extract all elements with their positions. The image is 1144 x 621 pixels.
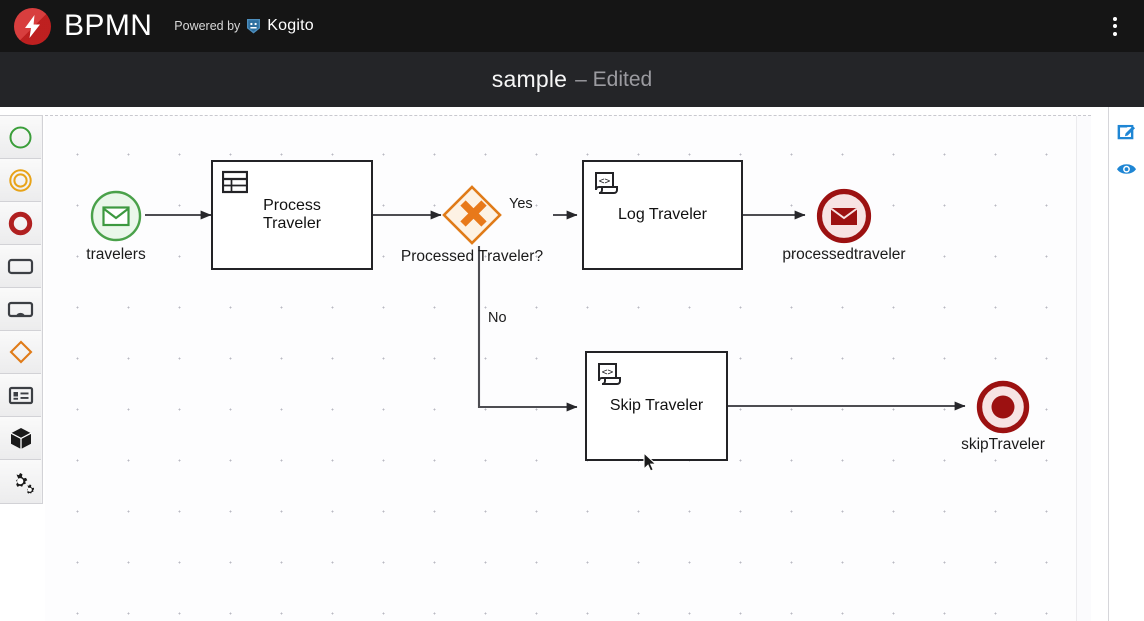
- editor-main-area: travelers ProcessTraveler Processed Trav…: [0, 107, 1144, 621]
- node-skiptraveler[interactable]: skipTraveler: [976, 380, 1030, 439]
- node-process-traveler[interactable]: ProcessTraveler: [211, 160, 373, 270]
- node-processed-gateway[interactable]: Processed Traveler?: [441, 184, 503, 251]
- task-rounded-rect-icon: [7, 255, 34, 277]
- exclusive-gateway-icon: [441, 184, 503, 246]
- powered-by-label: Powered by: [174, 19, 240, 33]
- shape-palette[interactable]: [0, 115, 43, 504]
- palette-item-start-events[interactable]: [0, 116, 41, 159]
- app-title: BPMN: [64, 9, 152, 43]
- business-rule-table-icon: [222, 170, 248, 194]
- palette-item-tasks[interactable]: [0, 245, 41, 288]
- palette-item-gateways[interactable]: [0, 331, 41, 374]
- gateway-diamond-icon: [8, 339, 34, 365]
- node-label: processedtraveler: [729, 246, 959, 264]
- document-name[interactable]: sample: [492, 66, 567, 93]
- task-label: Skip Traveler: [610, 397, 703, 415]
- message-start-event-icon: [90, 190, 142, 242]
- brand: BPMN Powered by Kogito: [0, 8, 314, 45]
- palette-item-data-objects[interactable]: [0, 374, 41, 417]
- palette-item-artifacts[interactable]: [0, 417, 41, 460]
- cube-box-icon: [9, 426, 33, 451]
- node-label: travelers: [45, 246, 231, 264]
- data-object-list-icon: [8, 385, 34, 406]
- task-label: ProcessTraveler: [263, 197, 321, 233]
- subprocess-rect-icon: [7, 298, 34, 320]
- start-event-circle-icon: [8, 125, 33, 150]
- gears-icon: [7, 470, 34, 494]
- script-scroll-icon: <>: [596, 361, 623, 386]
- kebab-menu-icon[interactable]: [1102, 11, 1128, 41]
- svg-text:<>: <>: [599, 176, 611, 187]
- bpmn-canvas[interactable]: travelers ProcessTraveler Processed Trav…: [45, 115, 1091, 621]
- kogito-shield-icon: [246, 18, 261, 34]
- pencil-square-icon[interactable]: [1114, 117, 1140, 143]
- edge-label-yes: Yes: [509, 196, 533, 212]
- powered-by: Powered by Kogito: [174, 17, 314, 35]
- end-event-thick-circle-icon: [8, 211, 33, 236]
- document-edit-state: – Edited: [575, 68, 652, 92]
- terminate-end-event-icon: [976, 380, 1030, 434]
- eye-icon[interactable]: [1114, 155, 1140, 181]
- palette-item-service-tasks[interactable]: [0, 460, 41, 503]
- node-label: Processed Traveler?: [357, 248, 587, 266]
- canvas-vertical-scrollbar[interactable]: [1076, 116, 1091, 621]
- node-skip-traveler[interactable]: <> Skip Traveler: [585, 351, 728, 461]
- palette-item-end-events[interactable]: [0, 202, 41, 245]
- svg-text:<>: <>: [602, 367, 614, 378]
- message-end-event-icon: [816, 188, 872, 244]
- top-navigation-bar: BPMN Powered by Kogito: [0, 0, 1144, 52]
- node-processedtraveler[interactable]: processedtraveler: [816, 188, 872, 249]
- node-log-traveler[interactable]: <> Log Traveler: [582, 160, 743, 270]
- right-tool-panel: [1108, 107, 1144, 621]
- palette-item-subprocesses[interactable]: [0, 288, 41, 331]
- intermediate-event-double-circle-icon: [8, 168, 33, 193]
- script-scroll-icon: <>: [593, 170, 620, 195]
- edge-label-no: No: [488, 310, 507, 326]
- kogito-wordmark: Kogito: [267, 17, 314, 35]
- palette-item-intermediate-events[interactable]: [0, 159, 41, 202]
- lightning-bolt-icon: [14, 8, 51, 45]
- task-label: Log Traveler: [618, 206, 707, 224]
- node-travelers[interactable]: travelers: [90, 190, 142, 247]
- node-label: skipTraveler: [888, 436, 1091, 454]
- document-title-bar: sample – Edited: [0, 52, 1144, 107]
- sequence-flow-connectors: [45, 116, 1091, 621]
